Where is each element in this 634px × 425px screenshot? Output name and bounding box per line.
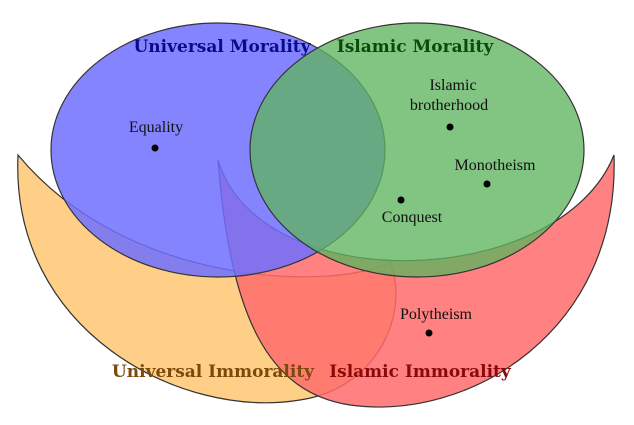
item-monotheism-label: Monotheism	[455, 157, 536, 174]
item-equality-label: Equality	[129, 119, 183, 136]
item-islamic-brotherhood-label-2: brotherhood	[410, 97, 488, 114]
item-polytheism-label: Polytheism	[400, 306, 473, 323]
islamic-morality-region	[249, 22, 585, 278]
islamic-immorality-label: Islamic Immorality	[329, 362, 512, 382]
item-equality-dot	[151, 144, 159, 152]
item-islamic-brotherhood-label-1: Islamic	[429, 77, 476, 94]
item-polytheism-dot	[425, 329, 433, 337]
item-conquest-dot	[397, 196, 405, 204]
item-monotheism-dot	[483, 180, 491, 188]
universal-immorality-label: Universal Immorality	[112, 362, 315, 382]
islamic-morality-label: Islamic Morality	[337, 37, 495, 57]
universal-morality-label: Universal Morality	[133, 37, 311, 57]
item-conquest-label: Conquest	[382, 209, 443, 226]
item-islamic-brotherhood-dot	[446, 123, 454, 131]
